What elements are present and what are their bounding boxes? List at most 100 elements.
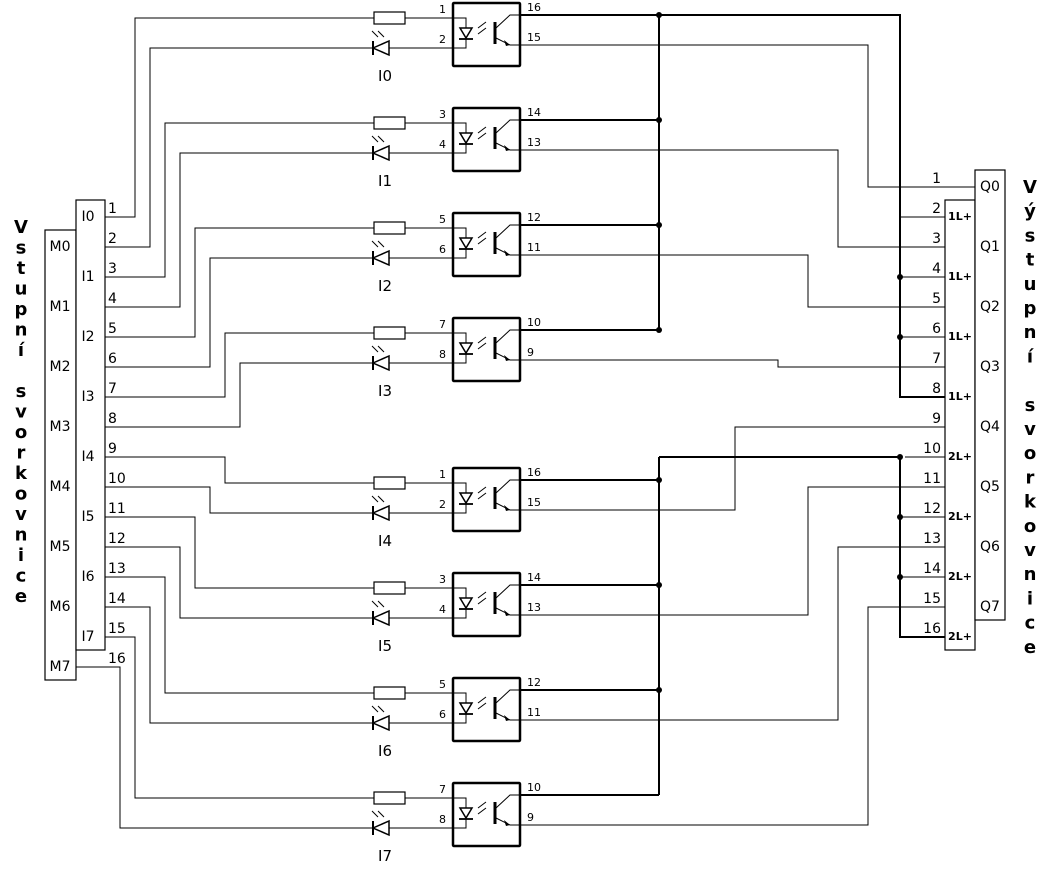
pin-number: 10 bbox=[527, 781, 541, 794]
pin-number: 3 bbox=[439, 573, 446, 586]
opto-led-lead bbox=[453, 587, 467, 598]
opto-light-icon bbox=[477, 597, 487, 605]
left-pin-number: 2 bbox=[108, 231, 117, 247]
opto-light-icon bbox=[477, 237, 487, 245]
output-wire bbox=[520, 486, 975, 616]
input-terminal-label: I6 bbox=[81, 569, 94, 585]
right-header-letter: v bbox=[1024, 419, 1036, 440]
output-terminal-label: Q1 bbox=[980, 239, 1000, 255]
common-terminal-label: M4 bbox=[50, 479, 71, 495]
right-pin-number: 6 bbox=[932, 321, 941, 337]
labels: M0I0Q01L+M1I1Q11L+M2I2Q21L+M3I3Q31L+M4I4… bbox=[14, 171, 1037, 675]
junction-dot bbox=[656, 12, 662, 18]
output-wire bbox=[520, 359, 975, 368]
pin-number: 16 bbox=[527, 466, 541, 479]
common-terminal-label: M7 bbox=[50, 659, 71, 675]
led-icon bbox=[371, 609, 390, 627]
pin-number: 11 bbox=[527, 706, 541, 719]
opto-light-icon bbox=[477, 231, 487, 239]
right-pin-number: 15 bbox=[923, 591, 941, 607]
opto-light-icon bbox=[477, 132, 487, 140]
junction-dot bbox=[897, 334, 903, 340]
right-header-letter: o bbox=[1024, 516, 1036, 537]
left-pin-number: 12 bbox=[108, 531, 126, 547]
pin-number: 15 bbox=[527, 31, 541, 44]
right-header-letter: o bbox=[1024, 443, 1036, 464]
right-pin-number: 9 bbox=[932, 411, 941, 427]
left-header-letter: u bbox=[15, 279, 28, 300]
output-terminal-label: Q4 bbox=[980, 419, 1000, 435]
resistor bbox=[373, 326, 406, 340]
supply-terminal-label: 2L+ bbox=[948, 510, 972, 523]
output-wire bbox=[520, 149, 975, 248]
opto-light-icon bbox=[477, 336, 487, 344]
light-arrow-icon bbox=[377, 30, 385, 38]
left-pin-number: 8 bbox=[108, 411, 117, 427]
left-common-block bbox=[44, 229, 77, 681]
light-arrow-icon bbox=[371, 600, 379, 608]
pin-number: 12 bbox=[527, 211, 541, 224]
pin-number: 13 bbox=[527, 601, 541, 614]
output-terminal-label: Q5 bbox=[980, 479, 1000, 495]
led-icon bbox=[371, 249, 390, 267]
pin-number: 15 bbox=[527, 496, 541, 509]
left-pin-number: 13 bbox=[108, 561, 126, 577]
right-header-letter: p bbox=[1024, 298, 1037, 319]
common-terminal-label: M3 bbox=[50, 419, 71, 435]
emitter-arrow-icon bbox=[504, 820, 510, 826]
input-wire bbox=[105, 546, 373, 619]
optocoupler-box bbox=[451, 466, 522, 533]
left-pin-number: 16 bbox=[108, 651, 126, 667]
opto-led-lead bbox=[453, 482, 467, 493]
light-arrow-icon bbox=[377, 495, 385, 503]
light-arrow-icon bbox=[371, 240, 379, 248]
emitter-arrow-icon bbox=[504, 145, 510, 151]
opto-light-icon bbox=[477, 486, 487, 494]
input-terminal-label: I4 bbox=[81, 449, 94, 465]
pin-number: 1 bbox=[439, 468, 446, 481]
transistor-collector bbox=[495, 329, 520, 344]
optocoupler-box bbox=[451, 106, 522, 173]
wires bbox=[76, 12, 975, 829]
opto-light-icon bbox=[477, 801, 487, 809]
left-header-letter: s bbox=[16, 238, 27, 259]
output-terminal-label: Q7 bbox=[980, 599, 1000, 615]
junction-dot bbox=[656, 687, 662, 693]
output-wire bbox=[520, 426, 975, 511]
pin-number: 2 bbox=[439, 498, 446, 511]
left-pin-number: 10 bbox=[108, 471, 126, 487]
opto-led-lead bbox=[453, 609, 467, 619]
led-icon bbox=[371, 144, 390, 162]
junction-dot bbox=[897, 454, 903, 460]
left-pin-number: 7 bbox=[108, 381, 117, 397]
supply-terminal-label: 1L+ bbox=[948, 330, 972, 343]
optocoupler-box bbox=[451, 676, 522, 743]
junction-dot bbox=[656, 582, 662, 588]
opto-led-lead bbox=[453, 714, 467, 724]
right-pin-number: 10 bbox=[923, 441, 941, 457]
light-arrow-icon bbox=[371, 495, 379, 503]
opto-led-lead bbox=[453, 144, 467, 154]
left-pin-number: 1 bbox=[108, 201, 117, 217]
left-header-letter: k bbox=[15, 463, 28, 484]
pin-number: 2 bbox=[439, 33, 446, 46]
input-wire bbox=[105, 576, 374, 694]
right-header-letter: t bbox=[1026, 250, 1035, 271]
left-pin-number: 14 bbox=[108, 591, 126, 607]
input-terminal-label: I5 bbox=[81, 509, 94, 525]
left-input-block bbox=[75, 199, 106, 651]
output-wire bbox=[520, 606, 975, 826]
opto-light-icon bbox=[477, 696, 487, 704]
optocoupler-box bbox=[451, 781, 522, 848]
pin-number: 13 bbox=[527, 136, 541, 149]
channel-label: I3 bbox=[378, 382, 392, 400]
input-wire bbox=[105, 47, 373, 248]
right-header-letter: ý bbox=[1024, 201, 1036, 222]
right-pin-number: 2 bbox=[932, 201, 941, 217]
light-arrow-icon bbox=[377, 135, 385, 143]
supply-terminal-label: 1L+ bbox=[948, 210, 972, 223]
